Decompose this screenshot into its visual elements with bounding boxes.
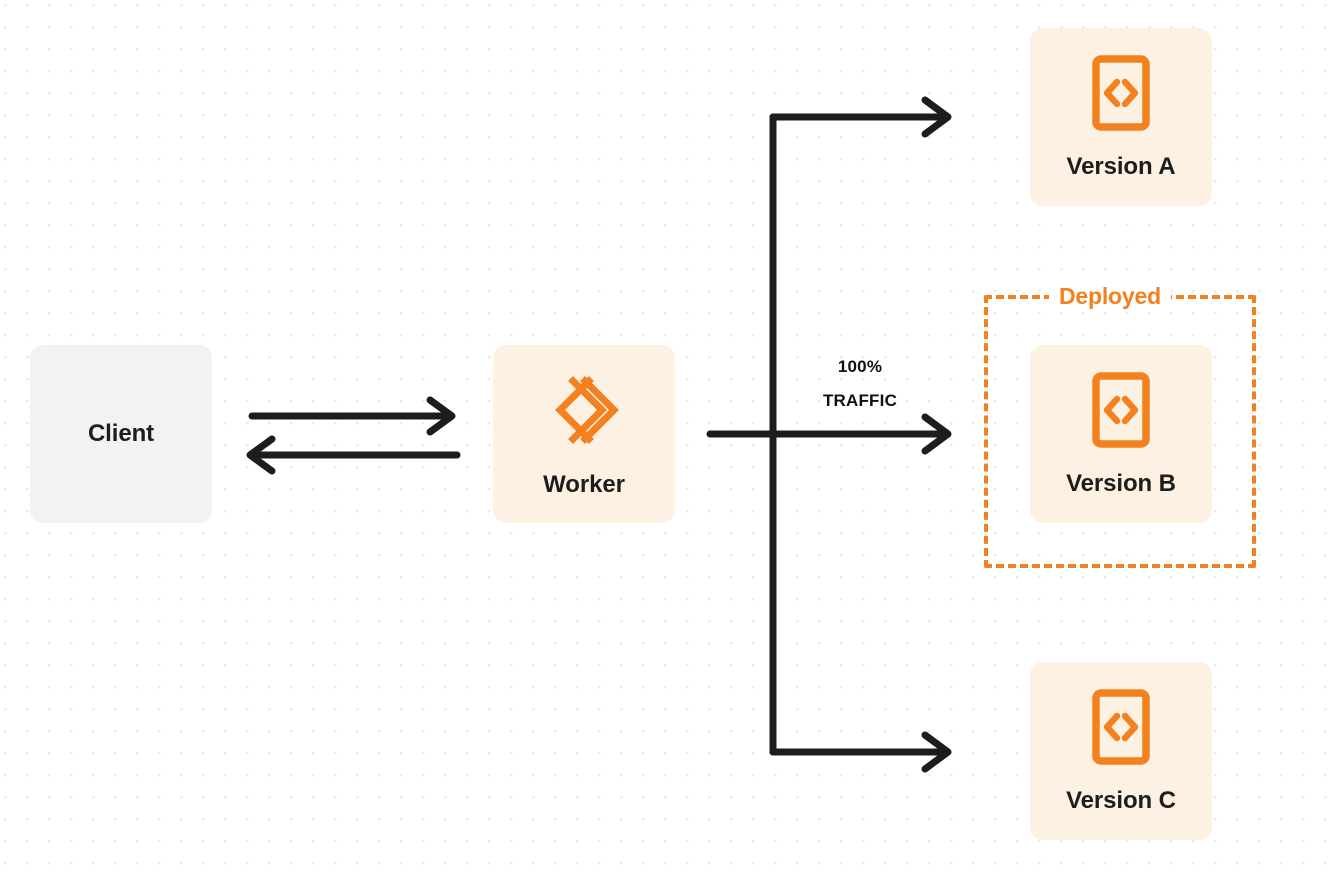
traffic-word: TRAFFIC — [822, 391, 898, 410]
node-version-c[interactable]: Version C — [1030, 662, 1212, 840]
node-version-b-label: Version B — [1066, 470, 1176, 497]
code-document-icon — [1092, 689, 1150, 765]
node-version-c-label: Version C — [1066, 787, 1176, 814]
traffic-annotation: 100% TRAFFIC — [795, 350, 925, 418]
cloudflare-workers-logo-icon — [545, 371, 623, 449]
arrow-client-to-worker — [248, 396, 456, 436]
code-document-icon — [1092, 372, 1150, 448]
node-worker[interactable]: Worker — [493, 345, 675, 523]
node-worker-label: Worker — [543, 471, 625, 498]
arrow-worker-to-version-b — [706, 413, 952, 455]
arrow-trunk-to-version-c — [769, 731, 952, 773]
node-version-a-label: Version A — [1066, 153, 1176, 180]
node-client[interactable]: Client — [30, 345, 212, 523]
traffic-percent: 100% — [837, 357, 883, 376]
code-document-icon — [1092, 55, 1150, 131]
node-version-a[interactable]: Version A — [1030, 28, 1212, 206]
deployed-label: Deployed — [1049, 284, 1171, 308]
node-version-b[interactable]: Version B — [1030, 345, 1212, 523]
arrow-worker-to-client — [246, 435, 461, 475]
arrow-trunk-to-version-a — [769, 96, 952, 138]
node-client-label: Client — [87, 420, 155, 447]
